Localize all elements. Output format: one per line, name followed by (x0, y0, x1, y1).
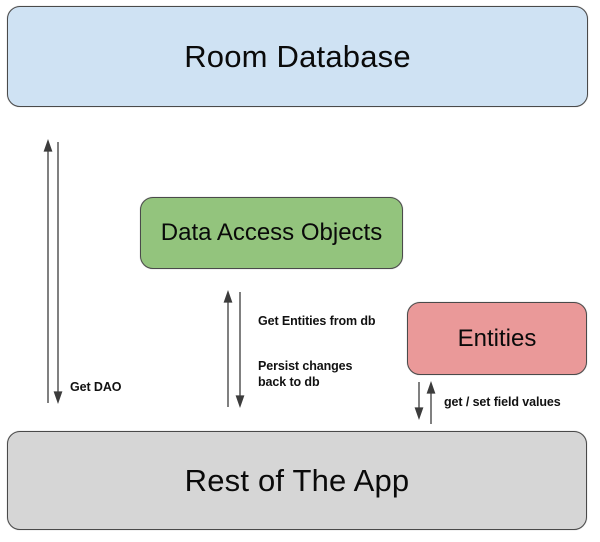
persist-changes-label-line2: back to db (258, 374, 320, 389)
arrow-dao-to-app (235, 292, 245, 408)
entities-label: Entities (457, 324, 537, 352)
arrow-app-to-entities (426, 381, 436, 424)
arrow-app-to-dao (223, 290, 233, 407)
room-database-box: Room Database (7, 6, 588, 107)
rest-of-app-box: Rest of The App (7, 431, 587, 530)
persist-changes-label-line1: Persist changes (258, 359, 353, 373)
room-database-label: Room Database (184, 38, 411, 74)
arrow-entities-to-app (414, 382, 424, 420)
arrow-app-to-roomdb (43, 139, 53, 403)
persist-changes-label: Persist changes back to db (258, 359, 352, 390)
rest-of-app-label: Rest of The App (184, 462, 410, 498)
data-access-objects-label: Data Access Objects (160, 219, 383, 246)
get-set-field-values-label: get / set field values (444, 395, 561, 409)
arrow-roomdb-to-app (53, 142, 63, 404)
data-access-objects-box: Data Access Objects (140, 197, 403, 269)
entities-box: Entities (407, 302, 587, 375)
get-dao-label: Get DAO (70, 380, 122, 394)
get-entities-from-db-label: Get Entities from db (258, 314, 376, 328)
